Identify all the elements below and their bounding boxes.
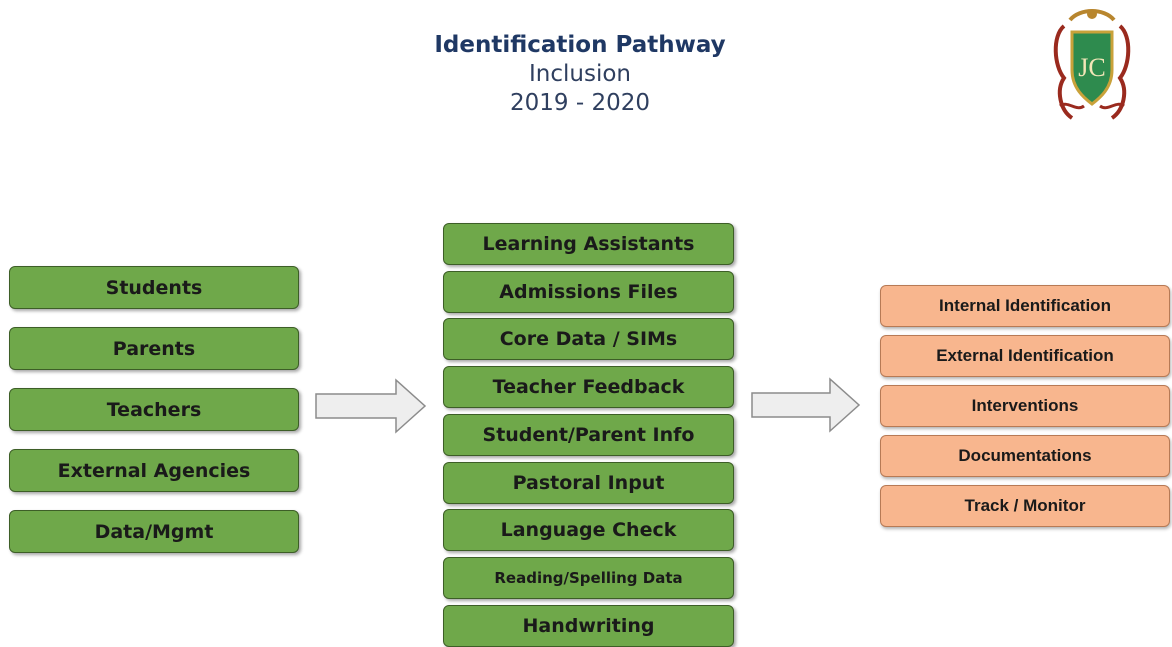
outcome-box-track-monitor: Track / Monitor (880, 485, 1170, 527)
input-box-language-check: Language Check (443, 509, 734, 551)
page-year: 2019 - 2020 (510, 90, 650, 116)
input-box-student-parent-info: Student/Parent Info (443, 414, 734, 456)
outcome-box-external-identification: External Identification (880, 335, 1170, 377)
source-box-external-agencies: External Agencies (9, 449, 299, 492)
arrow-inputs-to-outcomes (751, 377, 861, 433)
outcome-box-interventions: Interventions (880, 385, 1170, 427)
header: Identification Pathway Inclusion 2019 - … (380, 30, 780, 118)
input-box-pastoral-input: Pastoral Input (443, 462, 734, 504)
input-box-learning-assistants: Learning Assistants (443, 223, 734, 265)
crest-monogram: JC (1078, 53, 1105, 82)
input-box-core-data-sims: Core Data / SIMs (443, 318, 734, 360)
outcome-box-documentations: Documentations (880, 435, 1170, 477)
input-box-reading-spelling-data: Reading/Spelling Data (443, 557, 734, 599)
input-box-handwriting: Handwriting (443, 605, 734, 647)
input-box-admissions-files: Admissions Files (443, 271, 734, 313)
source-box-students: Students (9, 266, 299, 309)
source-box-data-mgmt: Data/Mgmt (9, 510, 299, 553)
source-box-teachers: Teachers (9, 388, 299, 431)
page-subtitle: Inclusion (529, 61, 631, 87)
source-box-parents: Parents (9, 327, 299, 370)
outcome-box-internal-identification: Internal Identification (880, 285, 1170, 327)
input-box-teacher-feedback: Teacher Feedback (443, 366, 734, 408)
page-title: Identification Pathway (434, 32, 726, 58)
arrow-sources-to-inputs (315, 378, 427, 434)
school-crest-logo: JC (1053, 9, 1131, 120)
